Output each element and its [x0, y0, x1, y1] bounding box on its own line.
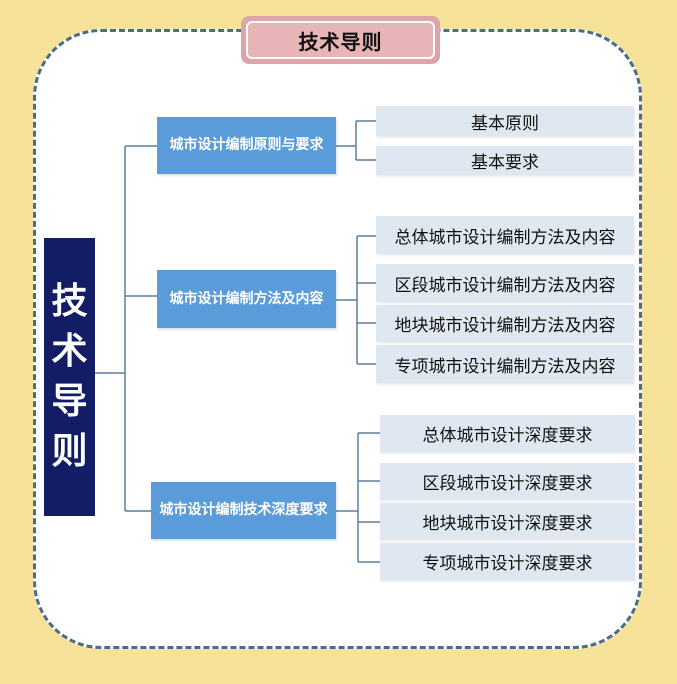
group-depth-node: 城市设计编制技术深度要求: [151, 482, 336, 539]
page-title: 技术导则: [246, 21, 435, 59]
leaf-plot-methods: 地块城市设计编制方法及内容: [376, 305, 634, 342]
title-banner: 技术导则: [241, 16, 440, 64]
root-char: 术: [51, 331, 88, 372]
leaf-plot-depth: 地块城市设计深度要求: [380, 503, 635, 540]
leaf-special-methods: 专项城市设计编制方法及内容: [376, 345, 634, 383]
root-char: 导: [51, 381, 88, 422]
leaf-overall-methods: 总体城市设计编制方法及内容: [376, 216, 634, 254]
root-node: 技 术 导 则: [44, 238, 95, 516]
group-methods-node: 城市设计编制方法及内容: [157, 270, 336, 328]
group-principles-node: 城市设计编制原则与要求: [157, 117, 336, 174]
leaf-basic-requirements: 基本要求: [376, 146, 634, 175]
root-char: 则: [51, 431, 88, 472]
leaf-district-methods: 区段城市设计编制方法及内容: [376, 264, 634, 302]
leaf-district-depth: 区段城市设计深度要求: [380, 463, 635, 500]
root-char: 技: [51, 281, 88, 322]
leaf-special-depth: 专项城市设计深度要求: [380, 543, 635, 580]
leaf-basic-principles: 基本原则: [376, 106, 634, 136]
leaf-overall-depth: 总体城市设计深度要求: [380, 415, 635, 452]
